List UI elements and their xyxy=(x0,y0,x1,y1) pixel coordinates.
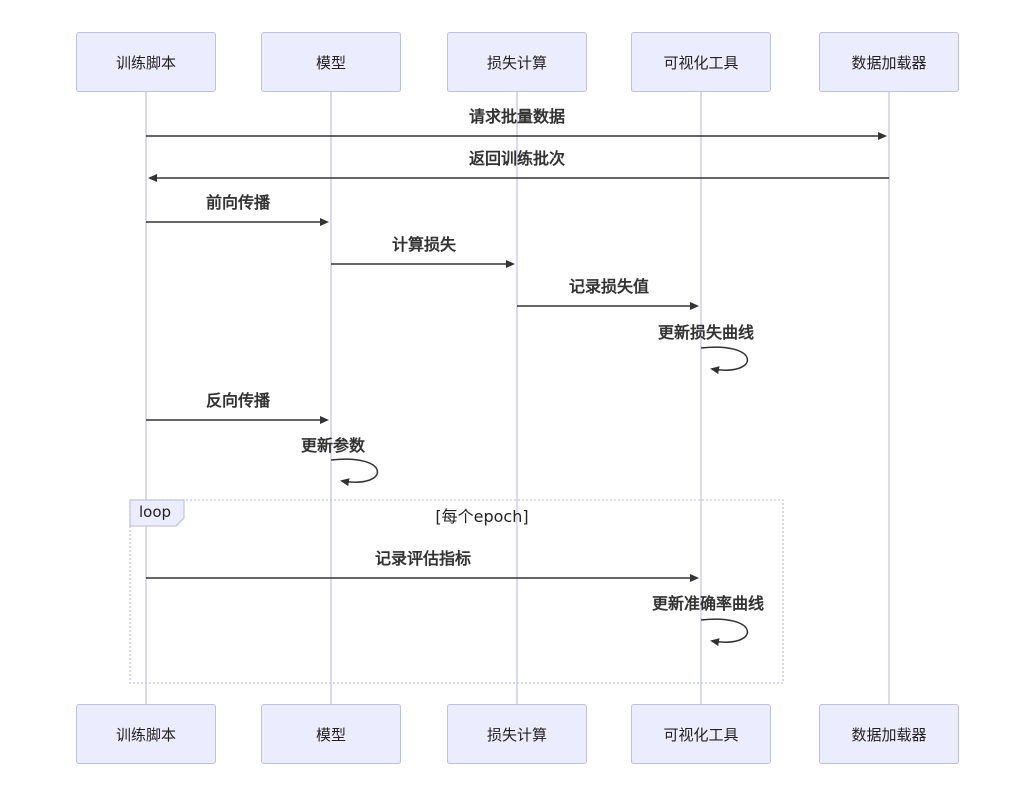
loop-condition-label: [每个epoch] xyxy=(435,507,529,526)
message-label-update-accuracy-curve: 更新准确率曲线 xyxy=(651,594,764,613)
actor-top-data-loader: 数据加载器 xyxy=(819,32,959,92)
message-label-record-loss-value: 记录损失值 xyxy=(568,277,649,296)
message-label-update-loss-curve: 更新损失曲线 xyxy=(657,323,754,342)
message-label-update-parameters: 更新参数 xyxy=(300,436,365,455)
message-label-backward-pass: 反向传播 xyxy=(205,391,270,410)
actor-top-loss-computation: 损失计算 xyxy=(447,32,587,92)
actor-bottom-model: 模型 xyxy=(261,704,401,764)
actor-bottom-loss-computation: 损失计算 xyxy=(447,704,587,764)
loop-frame xyxy=(129,499,784,684)
message-label-record-eval-metrics: 记录评估指标 xyxy=(374,549,471,568)
self-loop-update-parameters xyxy=(330,458,379,487)
actor-bottom-visualization-tool: 可视化工具 xyxy=(631,704,771,764)
actor-bottom-training-script: 训练脚本 xyxy=(76,704,216,764)
message-label-return-training-batch: 返回训练批次 xyxy=(468,149,565,168)
message-label-request-batch-data: 请求批量数据 xyxy=(468,107,565,126)
actor-top-training-script: 训练脚本 xyxy=(76,32,216,92)
self-loop-update-accuracy-curve xyxy=(700,618,749,647)
message-label-forward-pass: 前向传播 xyxy=(205,193,270,212)
actor-bottom-data-loader: 数据加载器 xyxy=(819,704,959,764)
self-loop-update-loss-curve xyxy=(700,346,749,375)
loop-keyword-label: loop xyxy=(139,503,172,521)
message-label-compute-loss: 计算损失 xyxy=(391,235,456,254)
actor-top-model: 模型 xyxy=(261,32,401,92)
actor-top-visualization-tool: 可视化工具 xyxy=(631,32,771,92)
loop-label-tab xyxy=(129,499,185,527)
